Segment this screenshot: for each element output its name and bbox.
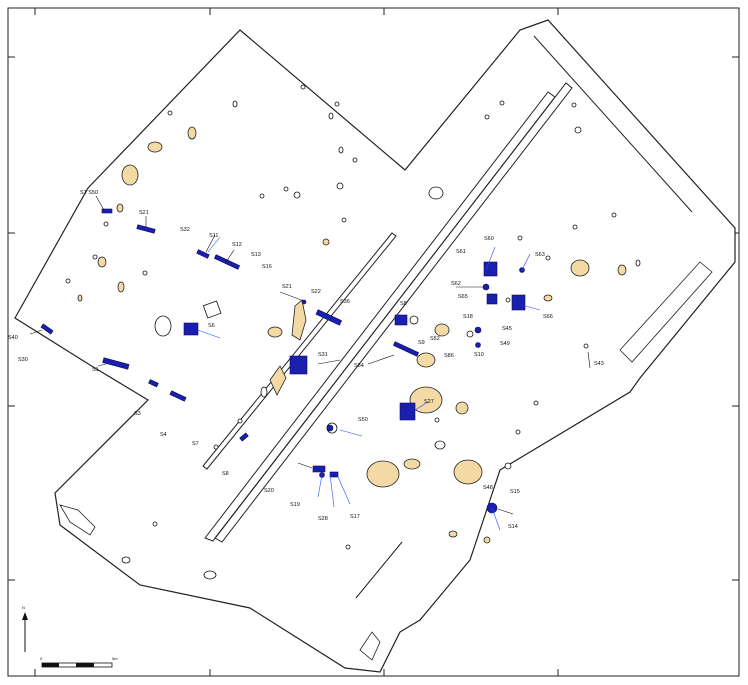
label-s32: S32 — [180, 227, 190, 233]
label-s61: S61 — [456, 249, 466, 255]
label-s21b: S21 — [282, 284, 292, 290]
label-s8: S8 — [222, 471, 229, 477]
feature-labels: S1 S50 S21 S32 S11 S12 S13 S16 S40 S30 S… — [8, 190, 604, 530]
label-s86: S86 — [444, 353, 454, 359]
label-s43: S43 — [594, 361, 604, 367]
label-s36: S36 — [340, 299, 350, 305]
label-s15: S15 — [510, 489, 520, 495]
label-s40: S40 — [8, 335, 18, 341]
label-s10: S10 — [474, 352, 484, 358]
outline-features — [65, 84, 641, 580]
label-s21: S21 — [139, 210, 149, 216]
label-s3: S3 — [134, 411, 141, 417]
label-s63: S63 — [535, 252, 545, 258]
label-s48: S48 — [483, 485, 493, 491]
label-s28: S28 — [318, 516, 328, 522]
edge-detail — [359, 631, 381, 661]
label-s50: S50 — [358, 417, 368, 423]
label-s27: S27 — [424, 399, 434, 405]
label-s7: S7 — [192, 441, 199, 447]
label-s60: S60 — [484, 236, 494, 242]
label-s6: S6 — [208, 323, 215, 329]
label-s4: S4 — [160, 432, 167, 438]
blue-leader-lines — [197, 236, 541, 531]
label-s65: S65 — [458, 294, 468, 300]
label-s22: S22 — [311, 289, 321, 295]
north-arrow: N — [22, 605, 28, 652]
label-s1: S1 — [92, 367, 99, 373]
label-s31: S31 — [318, 352, 328, 358]
edge-detail — [59, 504, 96, 536]
label-s18: S18 — [463, 314, 473, 320]
label-s52: S52 — [430, 336, 440, 342]
edge-detail — [619, 261, 713, 363]
label-s49: S49 — [500, 341, 510, 347]
label-s62: S62 — [451, 281, 461, 287]
scale-start-label: 0 — [40, 656, 43, 661]
label-s8b: S8 — [400, 301, 407, 307]
tan-features — [77, 126, 627, 544]
label-s1s50: S1 S50 — [80, 190, 98, 196]
label-s11: S11 — [209, 233, 218, 239]
label-s12: S12 — [232, 242, 242, 248]
label-s20: S20 — [264, 488, 274, 494]
label-s30: S30 — [18, 357, 28, 363]
label-s14: S14 — [508, 524, 518, 530]
label-s66: S66 — [543, 314, 553, 320]
label-s16: S16 — [262, 264, 272, 270]
label-s9: S9 — [418, 340, 425, 346]
scale-end-label: 5m — [112, 656, 118, 661]
frame-ticks — [8, 8, 739, 676]
scale-bar: 0 5m — [40, 656, 118, 668]
label-s17: S17 — [350, 514, 360, 520]
leader-lines — [29, 195, 591, 515]
excavation-outline — [14, 19, 736, 673]
north-label: N — [22, 605, 25, 610]
long-ditches — [202, 35, 693, 599]
label-s13: S13 — [251, 252, 261, 258]
label-s19: S19 — [290, 502, 300, 508]
label-s84: S84 — [354, 363, 364, 369]
label-s45: S45 — [502, 326, 512, 332]
